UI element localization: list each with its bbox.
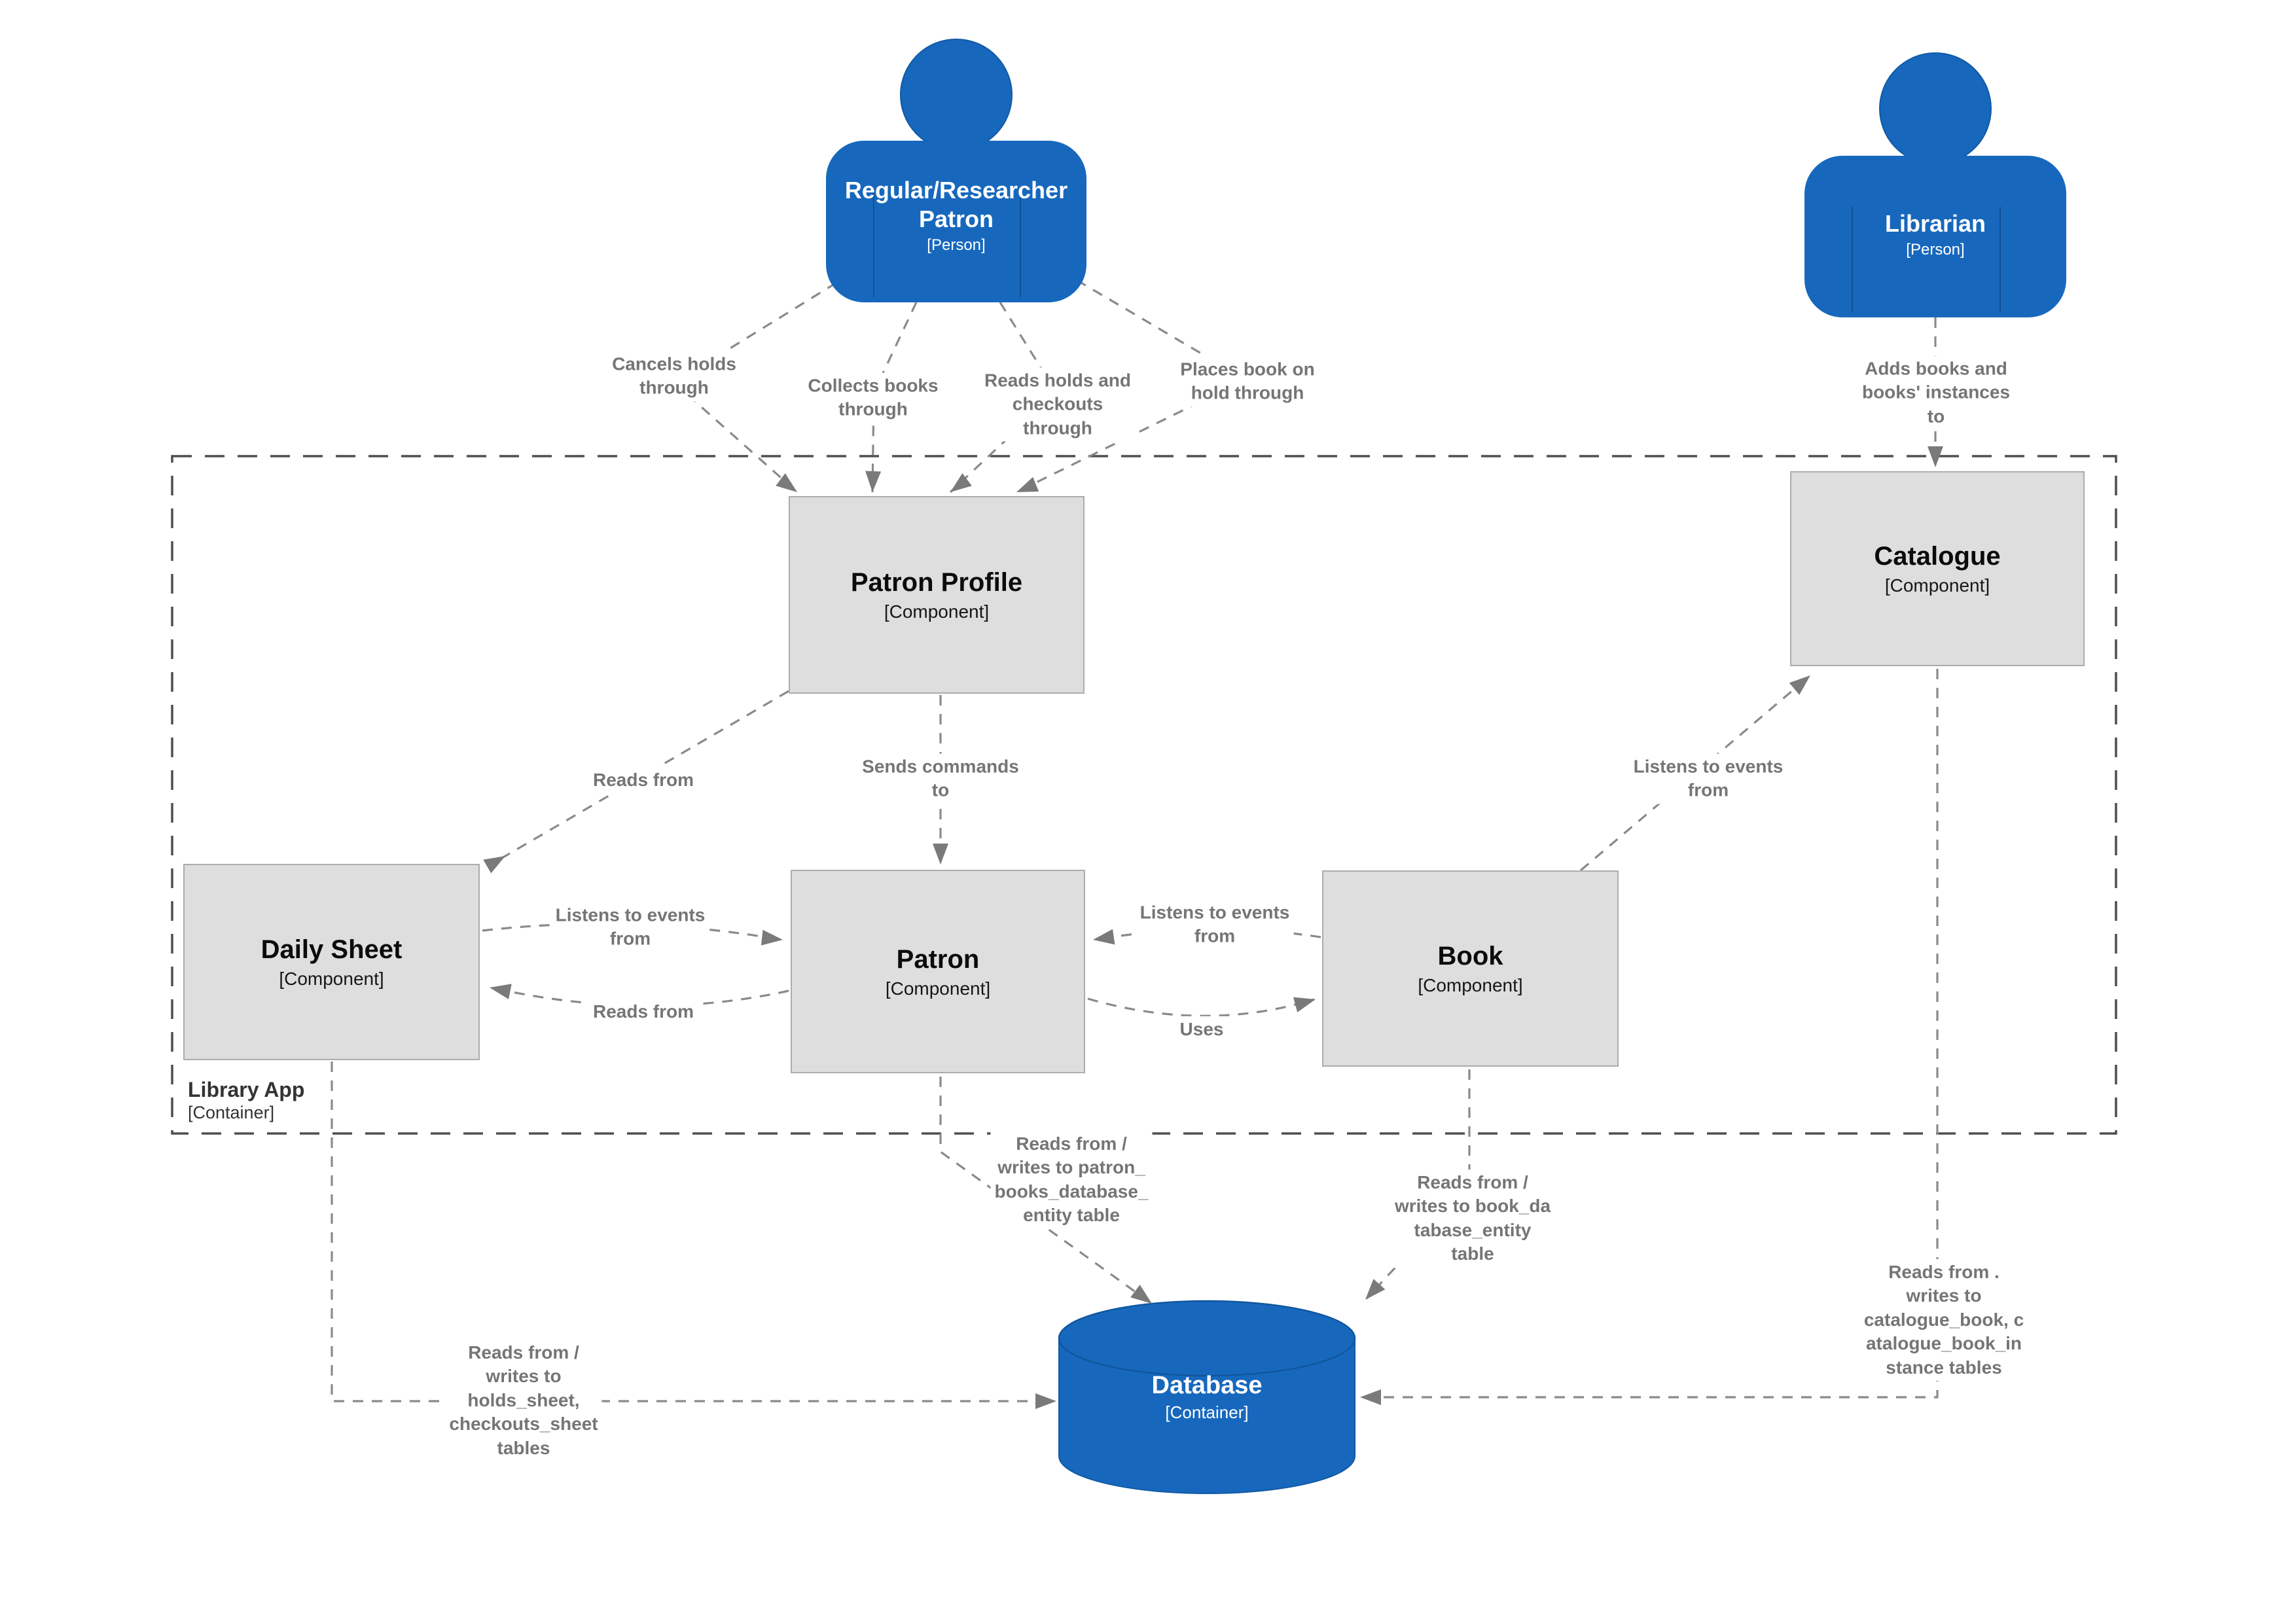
- person-type-label: [Person]: [1906, 240, 1965, 259]
- library-app-boundary-label: Library App [Container]: [188, 1078, 305, 1123]
- edge-label-daily-sheet-db[interactable]: Reads from / writes to holds_sheet, chec…: [445, 1340, 602, 1461]
- person-head-icon: [900, 39, 1013, 151]
- edge-label-book-db[interactable]: Reads from / writes to book_da tabase_en…: [1390, 1169, 1555, 1268]
- edge-label-reads-from-daily[interactable]: Reads from: [588, 998, 698, 1026]
- edge-label-catalogue-db[interactable]: Reads from . writes to catalogue_book, c…: [1859, 1259, 2028, 1381]
- edge-label-collects-books[interactable]: Collects books through: [804, 372, 942, 423]
- edge-label-places-hold[interactable]: Places book on hold through: [1176, 356, 1319, 407]
- database-type-label: [Container]: [1165, 1402, 1249, 1422]
- edge-listens-book: [1094, 928, 1321, 941]
- database-title: Database: [1151, 1372, 1263, 1399]
- component-title: Book: [1437, 942, 1503, 971]
- edge-label-listens-daily-sheet[interactable]: Listens to events from: [551, 902, 709, 953]
- component-title: Daily Sheet: [260, 935, 403, 964]
- component-type-label: [Component]: [884, 601, 990, 622]
- edge-label-reads-holds[interactable]: Reads holds and checkouts through: [980, 367, 1136, 442]
- edge-reads-from-daily: [490, 986, 789, 1007]
- component-type-label: [Component]: [1884, 575, 1990, 596]
- component-type-label: [Component]: [1418, 975, 1523, 995]
- boundary-type-label: [Container]: [188, 1103, 275, 1123]
- boundary-title: Library App: [188, 1078, 305, 1101]
- edge-listens-catalogue: [1579, 674, 1812, 872]
- edge-label-listens-catalogue[interactable]: Listens to events from: [1629, 753, 1787, 804]
- component-title: Patron Profile: [850, 568, 1023, 597]
- component-type-label: [Component]: [885, 978, 991, 999]
- person-name: Librarian: [1884, 210, 1986, 237]
- edge-daily-sheet-db: [331, 1061, 1054, 1402]
- edge-uses: [1087, 997, 1315, 1017]
- edge-label-reads-from-profile[interactable]: Reads from: [588, 766, 698, 794]
- edge-label-sends-commands[interactable]: Sends commands to: [858, 753, 1023, 804]
- edge-catalogue-db: [1364, 669, 1939, 1399]
- person-regular-researcher-patron[interactable]: Regular/Researcher Patron [Person]: [826, 39, 1086, 302]
- database-node[interactable]: Database [Container]: [1059, 1372, 1355, 1423]
- person-librarian[interactable]: Librarian [Person]: [1804, 52, 2066, 317]
- component-title: Catalogue: [1874, 542, 2001, 571]
- edge-listens-daily-sheet: [482, 923, 782, 941]
- edge-label-patron-db[interactable]: Reads from / writes to patron_ books_dat…: [990, 1131, 1153, 1229]
- component-patron[interactable]: Patron [Component]: [791, 870, 1085, 1073]
- component-book[interactable]: Book [Component]: [1322, 870, 1619, 1067]
- component-patron-profile[interactable]: Patron Profile [Component]: [789, 496, 1085, 694]
- person-body-icon: [1804, 156, 2066, 317]
- person-name: Regular/Researcher Patron: [844, 177, 1068, 232]
- component-title: Patron: [896, 944, 980, 974]
- edge-label-listens-book[interactable]: Listens to events from: [1136, 899, 1294, 950]
- component-catalogue[interactable]: Catalogue [Component]: [1790, 471, 2085, 666]
- component-daily-sheet[interactable]: Daily Sheet [Component]: [183, 864, 480, 1060]
- person-type-label: [Person]: [927, 236, 986, 254]
- component-type-label: [Component]: [279, 969, 384, 989]
- arrowheads: [483, 446, 1943, 1409]
- edge-label-cancels-holds[interactable]: Cancels holds through: [608, 351, 740, 402]
- person-body-icon: [826, 141, 1086, 302]
- person-head-icon: [1879, 52, 1992, 165]
- edge-patron-db: [939, 1077, 1151, 1304]
- database-cylinder-icon[interactable]: [1058, 1300, 1356, 1494]
- edge-label-adds-books[interactable]: Adds books and books' instances to: [1857, 355, 2015, 430]
- edge-label-uses[interactable]: Uses: [1175, 1016, 1228, 1043]
